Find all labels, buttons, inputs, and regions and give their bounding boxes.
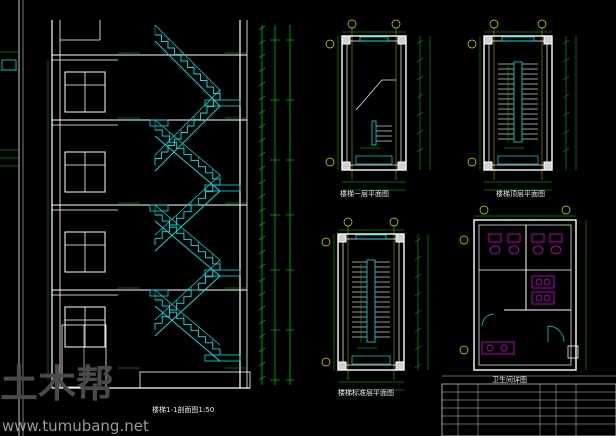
plan-top-title: 楼梯顶层平面图 (496, 189, 545, 198)
stair-plan-standard-floor[interactable] (321, 217, 429, 391)
toilet-title: 卫生间详图 (492, 375, 527, 384)
left-frame (0, 0, 24, 436)
toilet-detail-plan[interactable] (459, 205, 587, 371)
plan-standard-title: 楼梯标准层平面图 (338, 388, 394, 397)
plan-ground-title: 楼梯一层平面图 (340, 189, 389, 198)
stair-plan-ground-floor[interactable] (325, 19, 431, 191)
title-block (441, 375, 616, 436)
watermark-logo: 土木帮 (0, 362, 114, 406)
stair-section-view[interactable] (47, 20, 294, 389)
stair-plan-top-floor[interactable] (467, 19, 577, 191)
section-title: 楼梯1-1剖面图1:50 (152, 405, 214, 414)
watermark-url: www.tumubang.net (2, 417, 149, 435)
